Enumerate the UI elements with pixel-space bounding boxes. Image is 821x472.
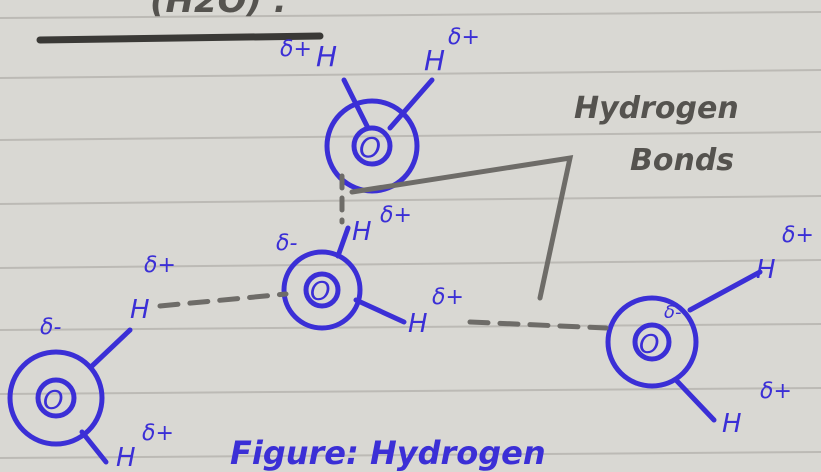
hydrogen-label: H	[722, 409, 742, 439]
hydrogen-label: H	[756, 255, 776, 285]
oxygen-label: O	[43, 386, 63, 416]
annotation-bracket	[349, 154, 574, 301]
charge-label: δ-	[40, 315, 61, 340]
annotation-line1: Hydrogen	[574, 91, 739, 126]
charge-label: δ+	[760, 379, 792, 404]
water-molecule-top: O H δ+ H δ+	[280, 25, 480, 194]
header-fragment: (H2O) :	[36, 0, 324, 44]
hydrogen-label: H	[316, 40, 337, 73]
charge-label: δ-	[664, 302, 682, 323]
hydrogen-label: H	[408, 309, 428, 339]
charge-label: δ+	[448, 25, 480, 50]
annotation-line2: Bonds	[630, 143, 734, 178]
hydrogen-label: H	[424, 44, 445, 77]
charge-label: δ+	[144, 253, 176, 278]
header-text: (H2O) :	[150, 0, 288, 21]
water-molecule-center: O H δ+ δ- H δ+	[276, 203, 464, 339]
annotation: Hydrogen Bonds	[574, 91, 739, 178]
charge-label: δ+	[380, 203, 412, 228]
oxygen-label: O	[310, 277, 330, 307]
figure-caption: Figure: Hydrogen	[230, 434, 546, 472]
water-molecule-left: O H δ+ δ- H δ+	[7, 253, 176, 472]
charge-label: δ+	[782, 223, 814, 248]
hydrogen-label: H	[352, 217, 372, 247]
oxygen-label: O	[639, 330, 659, 360]
charge-label: δ+	[432, 285, 464, 310]
charge-label: δ-	[276, 231, 297, 256]
charge-label: δ+	[280, 37, 312, 62]
hydrogen-bonds	[157, 173, 609, 331]
ruled-lines	[0, 11, 821, 459]
hydrogen-label: H	[116, 443, 136, 472]
water-molecule-right: O δ- H δ+ H δ+	[605, 223, 814, 439]
oxygen-label: O	[359, 131, 381, 164]
charge-label: δ+	[142, 421, 174, 446]
hydrogen-label: H	[130, 295, 150, 325]
